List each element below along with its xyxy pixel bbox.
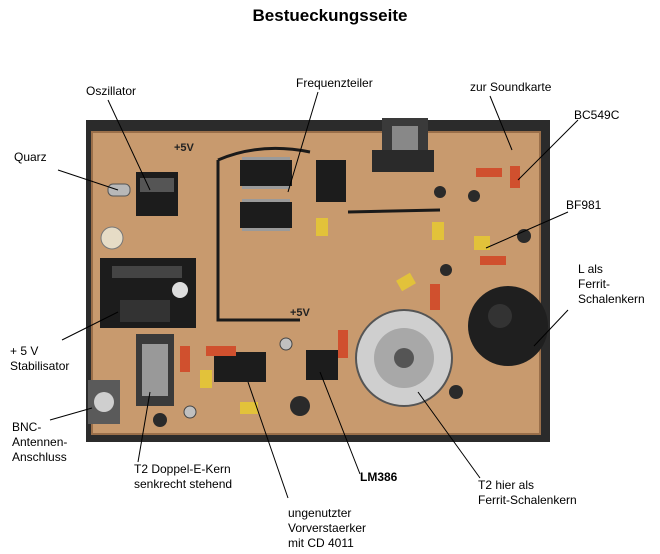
label-bnc-line2: Antennen- xyxy=(12,435,68,449)
leader-oszillator xyxy=(107,99,151,191)
divider-ic-3 xyxy=(316,160,346,202)
leader-quarz xyxy=(57,169,119,191)
label-ferrit-l: L als Ferrit- Schalenkern xyxy=(578,262,645,307)
label-stab-line2: Stabilisator xyxy=(10,359,70,373)
plus5v-top-annotation: +5V xyxy=(174,142,195,154)
leader-bf981 xyxy=(485,211,569,249)
label-t2-ferrit: T2 hier als Ferrit-Schalenkern xyxy=(478,478,577,508)
label-ferrit-line3: Schalenkern xyxy=(578,292,645,306)
cd4011-ic xyxy=(214,352,266,382)
label-bnc-line1: BNC- xyxy=(12,420,42,434)
label-frequenzteiler: Frequenzteiler xyxy=(296,76,373,90)
leader-soundkarte xyxy=(489,95,513,151)
label-vorv-line3: mit CD 4011 xyxy=(288,536,354,550)
leader-frequenzteiler xyxy=(287,91,319,193)
label-t2b-line2: Ferrit-Schalenkern xyxy=(478,493,577,507)
quartz-crystal xyxy=(107,183,131,197)
leader-vorverstaerker xyxy=(247,381,289,499)
leader-ferrit xyxy=(533,309,569,347)
divider-ic-2 xyxy=(240,202,292,228)
divider-ic-1 xyxy=(240,160,292,186)
label-oszillator: Oszillator xyxy=(86,84,137,98)
wire-vertical xyxy=(216,160,300,322)
label-lm386: LM386 xyxy=(360,470,398,484)
label-vorv-line1: ungenutzter xyxy=(288,506,352,520)
leader-t2-left xyxy=(137,391,151,463)
label-ferrit-line1: L als xyxy=(578,262,603,276)
label-bc549c: BC549C xyxy=(574,108,620,122)
label-stabilisator: + 5 V Stabilisator xyxy=(10,344,69,374)
label-soundkarte: zur Soundkarte xyxy=(470,80,552,94)
label-t2a-line2: senkrecht stehend xyxy=(134,477,233,491)
lm386-ic xyxy=(306,350,338,380)
label-vorv-line2: Vorverstaerker xyxy=(288,521,367,535)
label-bnc: BNC- Antennen- Anschluss xyxy=(12,420,67,465)
ferrite-pot-core-l xyxy=(468,286,548,366)
plus5v-mid-annotation: +5V xyxy=(290,307,311,319)
label-t2b-line1: T2 hier als xyxy=(478,478,535,492)
label-stab-line1: + 5 V xyxy=(10,344,39,358)
label-t2-doppel: T2 Doppel-E-Kern senkrecht stehend xyxy=(134,462,232,492)
page-title: Bestueckungsseite xyxy=(252,6,408,25)
leader-stabilisator xyxy=(61,311,119,341)
label-vorverstaerker: ungenutzter Vorverstaerker mit CD 4011 xyxy=(288,506,366,551)
leader-t2-right xyxy=(417,391,481,479)
label-ferrit-line2: Ferrit- xyxy=(578,277,610,291)
label-bf981: BF981 xyxy=(566,198,602,212)
label-t2a-line1: T2 Doppel-E-Kern xyxy=(134,462,231,476)
wire-mid xyxy=(347,208,441,214)
leader-bc549c xyxy=(517,119,579,181)
label-quarz: Quarz xyxy=(14,150,47,164)
leader-bnc xyxy=(49,407,93,421)
label-bnc-line3: Anschluss xyxy=(12,450,67,464)
leader-lm386 xyxy=(319,371,361,475)
